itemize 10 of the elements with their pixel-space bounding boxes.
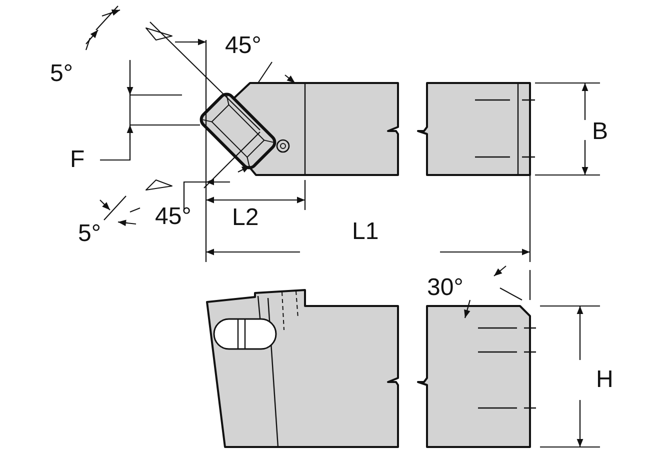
dimension-label: 5° [78,222,101,246]
dimension-label: 45° [225,34,262,58]
dimension-label: L2 [232,206,259,230]
dimension-label: F [70,148,85,172]
dimension-label: B [592,120,608,144]
dimension-label: H [596,368,614,392]
dimension-label: L1 [352,220,379,244]
dimension-label: 30° [427,276,464,300]
dimension-label: 45° [155,205,192,229]
dimension-label: 5° [50,62,73,86]
